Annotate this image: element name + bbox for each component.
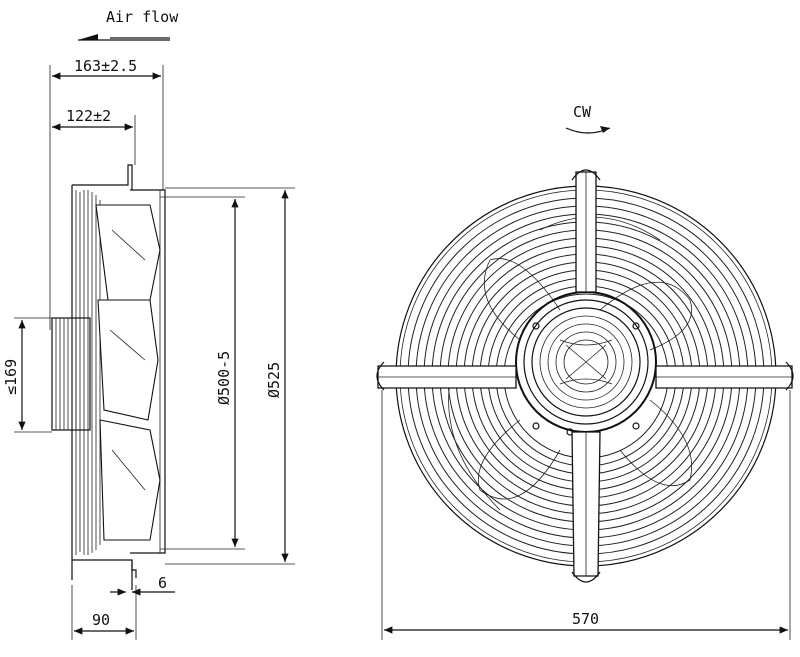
- dim-blade-diameter: Ø500-5: [160, 196, 245, 550]
- dim-blade-diameter-label: Ø500-5: [215, 351, 233, 405]
- dim-guard-depth: 122±2: [52, 107, 136, 165]
- dim-flange-thickness: 6: [110, 574, 175, 596]
- dim-overall-depth: 163±2.5: [49, 57, 164, 330]
- dim-overall-width: 570: [381, 390, 791, 640]
- rotation-arrow-icon: [565, 126, 611, 134]
- hub-bolts: [532, 322, 640, 436]
- dim-flange-thickness-label: 6: [158, 574, 167, 592]
- dim-guard-depth-label: 122±2: [66, 107, 111, 125]
- dim-overall-width-label: 570: [572, 610, 599, 628]
- airflow-arrow-icon: [78, 34, 170, 41]
- dim-ring-diameter-label: Ø525: [265, 362, 283, 398]
- strut-left: [376, 361, 517, 391]
- airflow-label: Air flow: [106, 8, 179, 26]
- dim-ring-diameter: Ø525: [165, 187, 295, 565]
- dim-hub-diameter-label: ≤169: [2, 359, 20, 395]
- motor-hub: [531, 307, 641, 417]
- front-view: CW: [376, 103, 794, 640]
- rotation-label: CW: [573, 103, 592, 121]
- dim-motor-depth: 90: [71, 585, 137, 640]
- strut-right: [655, 361, 794, 391]
- side-profile: [51, 164, 166, 590]
- blade-outlines: [448, 216, 692, 511]
- dim-motor-depth-label: 90: [92, 611, 110, 629]
- strut-bottom: [571, 431, 601, 583]
- dim-hub-diameter: ≤169: [2, 317, 52, 433]
- dim-overall-depth-label: 163±2.5: [74, 57, 137, 75]
- strut-top: [571, 169, 601, 293]
- side-view: Air flow 163±2.5 122±2: [2, 8, 295, 640]
